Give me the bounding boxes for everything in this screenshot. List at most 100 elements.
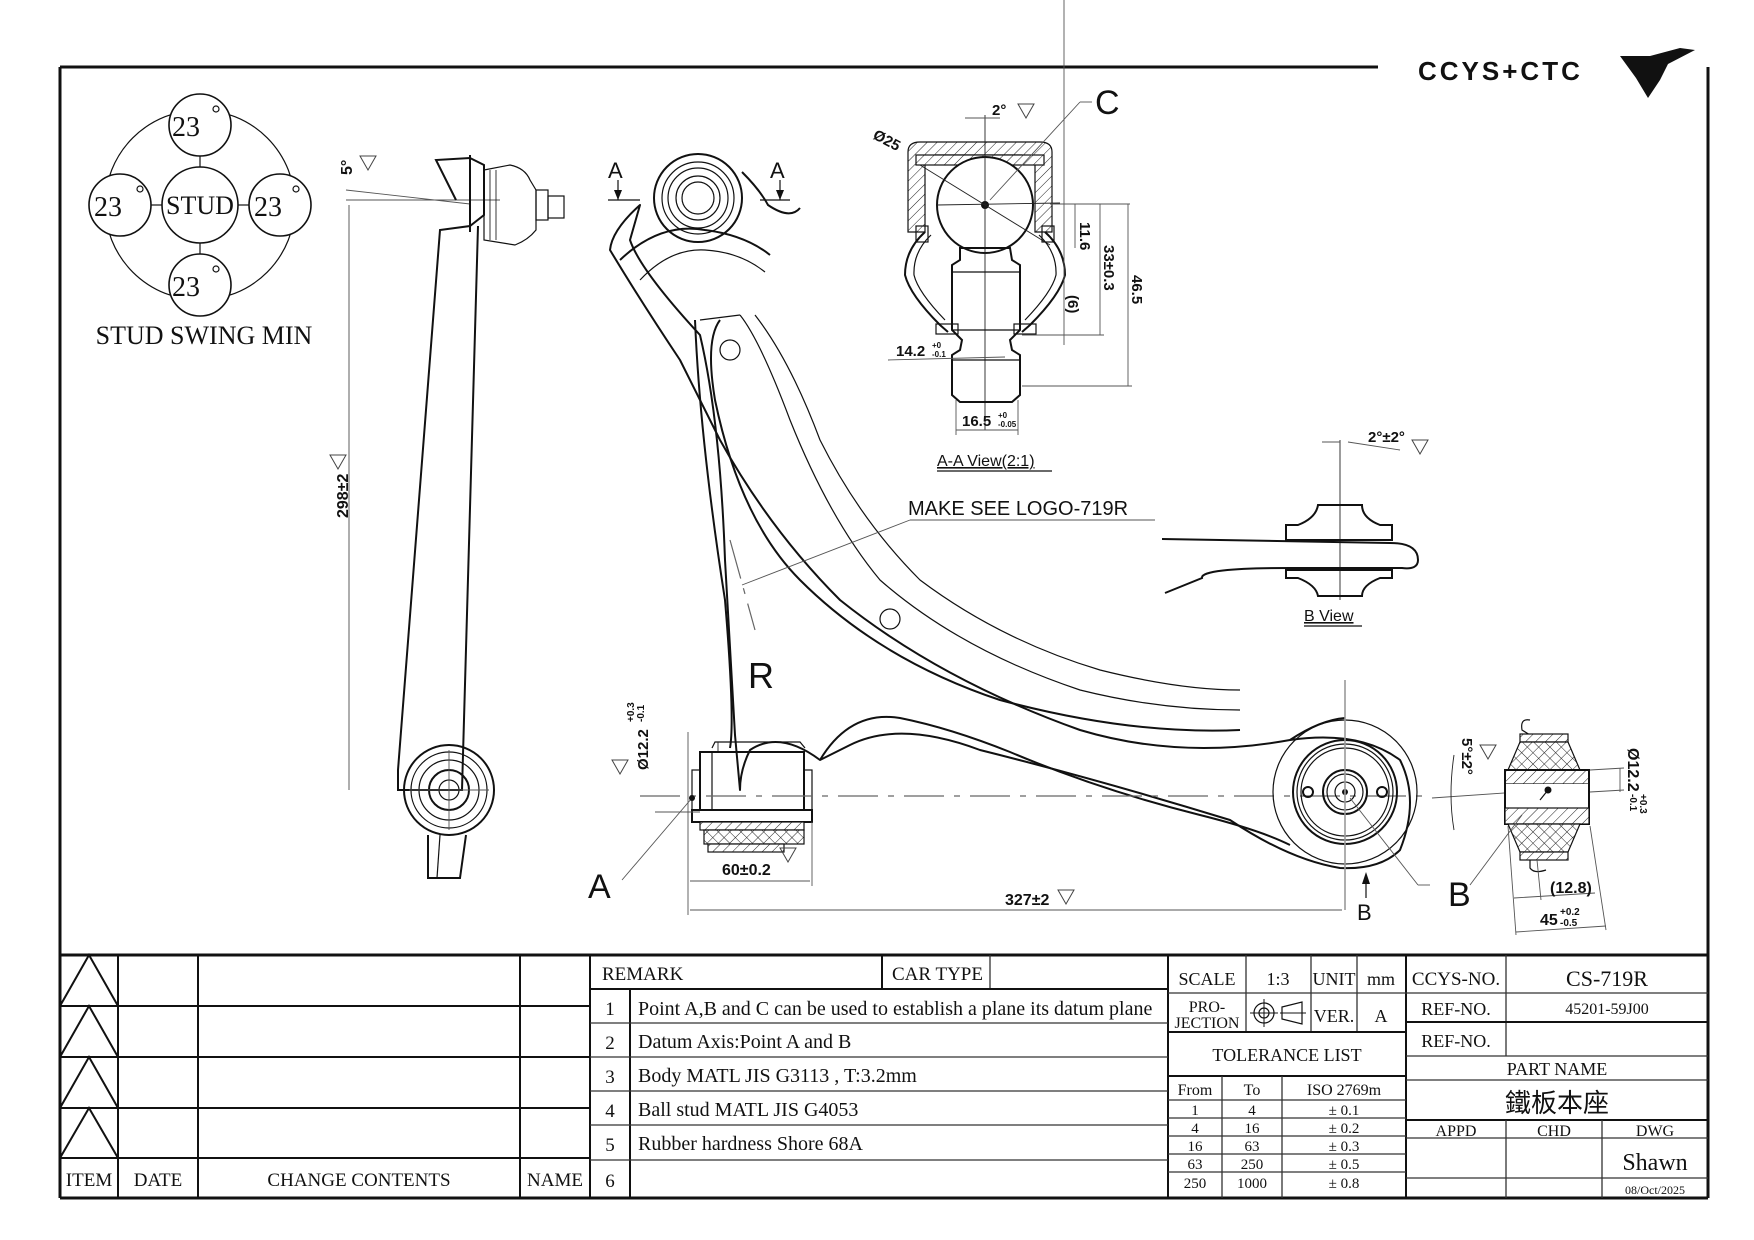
logo-mark-icon — [1620, 48, 1695, 98]
swing-angle-bottom: 23 — [172, 272, 200, 303]
bushing-a-dia-dim: Ø12.2 — [635, 729, 652, 770]
tol-value: ± 0.5 — [1329, 1157, 1360, 1173]
tol-header-iso: ISO 2769m — [1307, 1082, 1382, 1099]
tol-value: ± 0.8 — [1329, 1176, 1360, 1192]
section-a-left-label: A — [608, 158, 623, 183]
appd-label: APPD — [1436, 1123, 1477, 1140]
ver-value: A — [1375, 1006, 1388, 1026]
remark-text: Body MATL JIS G3113 , T:3.2mm — [638, 1065, 917, 1087]
part-info: CCYS-NO. CS-719R REF-NO. 45201-59J00 REF… — [1406, 955, 1708, 1198]
overall-length-dim: 327±2 — [1005, 892, 1049, 909]
tol-to: 63 — [1245, 1139, 1260, 1155]
tol-to: 16 — [1245, 1121, 1261, 1137]
section-aa-view: C 2° Ø25 11.6 33±0.3 46.5 (6) 14.2 +0 -0… — [870, 0, 1145, 472]
remark-no: 4 — [605, 1101, 615, 1122]
section-aa-title: A-A View(2:1) — [937, 453, 1035, 470]
tol-from: 16 — [1188, 1139, 1204, 1155]
side-mark-r: R — [748, 655, 774, 696]
remark-header: REMARK — [602, 964, 684, 985]
stud-swing-caption: STUD SWING MIN — [96, 321, 313, 350]
dim-14-2: 14.2 — [896, 343, 925, 360]
tol-from: 1 — [1191, 1103, 1199, 1119]
bushing-a-dia-tol-plus: +0.3 — [626, 702, 637, 722]
drawing-frame — [58, 65, 1710, 1200]
third-angle-projection-icon — [1250, 999, 1306, 1027]
bushing-b-width-tol-plus: +0.2 — [1560, 907, 1580, 918]
revision-triangle-icon — [59, 952, 119, 1007]
remark-text: Rubber hardness Shore 68A — [638, 1133, 864, 1155]
bushing-b-dia-tol-plus: +0.3 — [1637, 794, 1648, 814]
ver-label: VER. — [1314, 1006, 1355, 1026]
b-view-angle: 2°±2° — [1368, 429, 1405, 446]
tol-to: 1000 — [1237, 1176, 1267, 1192]
bushing-b-ref-dim: (12.8) — [1550, 880, 1592, 897]
ref-no-value-1: 45201-59J00 — [1565, 1001, 1649, 1018]
drawing-date: 08/Oct/2025 — [1625, 1183, 1685, 1197]
dwg-label: DWG — [1636, 1123, 1675, 1140]
rev-header-date: DATE — [134, 1170, 183, 1191]
company-logo: CCYS+CTC — [1418, 48, 1695, 98]
ref-no-label-1: REF-NO. — [1421, 999, 1491, 1019]
tolerance-title: TOLERANCE LIST — [1212, 1045, 1361, 1065]
scale-label: SCALE — [1178, 969, 1235, 989]
ref-no-label-2: REF-NO. — [1421, 1031, 1491, 1051]
ball-dia: Ø25 — [870, 127, 903, 155]
swing-angle-left: 23 — [94, 192, 122, 223]
point-a-label: A — [588, 868, 611, 906]
remark-no: 1 — [605, 999, 615, 1020]
car-type-label: CAR TYPE — [892, 964, 983, 985]
tol-from: 4 — [1191, 1121, 1199, 1137]
dim-16-5-tol-minus: -0.05 — [998, 420, 1017, 429]
bushing-b-width: 45 — [1540, 912, 1558, 929]
swing-angle-right: 23 — [254, 192, 282, 223]
bushing-b-angle: 5°±2° — [1458, 738, 1475, 775]
stud-label: STUD — [166, 191, 234, 220]
remark-no: 2 — [605, 1033, 615, 1054]
bushing-b-section: 5°±2° Ø12.2 +0.3 -0.1 (12.8) 45 +0.2 -0.… — [1431, 719, 1648, 936]
revision-triangle-icon — [59, 1054, 119, 1109]
remark-no: 6 — [605, 1171, 615, 1192]
bushing-b-dia-tol-minus: -0.1 — [1627, 794, 1638, 812]
dim-6: (6) — [1064, 295, 1081, 313]
projection-label-2: JECTION — [1175, 1015, 1240, 1032]
rev-header-item: ITEM — [66, 1170, 113, 1191]
swing-angle-top: 23 — [172, 112, 200, 143]
rev-header-name: NAME — [527, 1170, 583, 1191]
point-c-label: C — [1095, 84, 1120, 122]
ccys-no-label: CCYS-NO. — [1412, 969, 1500, 990]
scale-value: 1:3 — [1266, 969, 1289, 989]
logo-text: CCYS+CTC — [1418, 56, 1583, 86]
main-view-control-arm: A A R MAKE SEE LOGO-719R — [588, 153, 1471, 925]
dim-46-5: 46.5 — [1128, 275, 1145, 304]
dim-16-5: 16.5 — [962, 413, 991, 430]
bushing-a-width-dim: 60±0.2 — [722, 862, 771, 879]
remark-no: 3 — [605, 1067, 615, 1088]
dim-14-2-tol-minus: -0.1 — [932, 350, 946, 359]
tol-value: ± 0.2 — [1329, 1121, 1360, 1137]
remark-no: 5 — [605, 1135, 615, 1156]
dim-11-6: 11.6 — [1076, 222, 1093, 250]
remark-text: Datum Axis:Point A and B — [638, 1031, 851, 1053]
tol-header-from: From — [1178, 1082, 1213, 1099]
dwg-value: Shawn — [1622, 1150, 1687, 1176]
tol-to: 250 — [1241, 1157, 1264, 1173]
side-length-dim: 298±2 — [335, 474, 352, 518]
revision-table: ITEM DATE CHANGE CONTENTS NAME — [59, 952, 591, 1198]
bushing-a-dia-tol-minus: -0.1 — [636, 704, 647, 722]
tol-from: 63 — [1188, 1157, 1203, 1173]
projection-label-1: PRO- — [1189, 999, 1225, 1016]
side-angle-label: 5° — [339, 160, 356, 175]
remarks-table: REMARK CAR TYPE 1 Point A,B and C can be… — [590, 955, 1169, 1198]
title-block: ITEM DATE CHANGE CONTENTS NAME REMARK CA… — [59, 952, 1708, 1198]
revision-triangle-icon — [59, 1106, 119, 1159]
side-view: 5° 298±2 — [329, 155, 565, 879]
revision-triangle-icon — [59, 1003, 119, 1058]
tol-value: ± 0.1 — [1329, 1103, 1360, 1119]
tol-header-to: To — [1244, 1082, 1261, 1099]
dim-16-5-tol-plus: +0 — [998, 411, 1008, 420]
tol-from: 250 — [1184, 1176, 1207, 1192]
ccys-no-value: CS-719R — [1566, 966, 1648, 991]
b-view: 2°±2° B View — [1161, 429, 1429, 627]
aa-angle: 2° — [992, 102, 1006, 119]
